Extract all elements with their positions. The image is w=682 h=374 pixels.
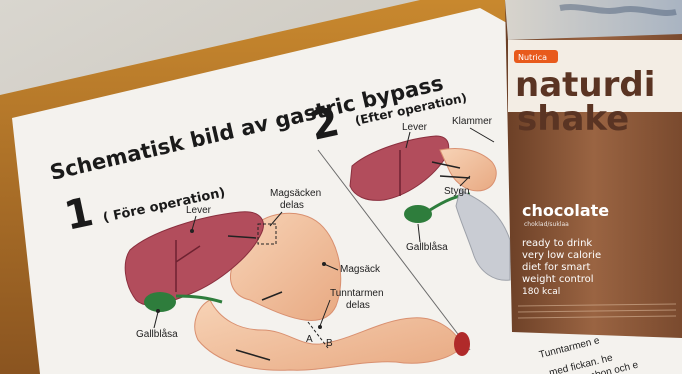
- brand-badge-text: Nutrica: [518, 53, 547, 62]
- label-magsack: Magsäck: [340, 264, 381, 275]
- label-magsacken-2: delas: [280, 200, 304, 211]
- carton-flavor: chocolate: [522, 201, 609, 220]
- gallbladder-after-shape: [404, 205, 432, 223]
- label-gallblasa-before: Gallblåsa: [136, 328, 178, 340]
- label-magsacken-1: Magsäcken: [270, 188, 321, 199]
- carton-desc-4: weight control: [522, 274, 594, 285]
- carton-desc-2: very low calorie: [522, 250, 601, 261]
- carton-flavor-sub: choklad/suklaa: [524, 221, 569, 228]
- gallbladder-shape: [144, 292, 176, 312]
- label-tunntarmen-1: Tunntarmen: [330, 288, 384, 299]
- label-lever-after: Lever: [402, 122, 428, 133]
- label-tunntarmen-2: delas: [346, 300, 370, 311]
- label-gallblasa-after: Gallblåsa: [406, 241, 448, 253]
- label-point-b: B: [326, 338, 333, 349]
- carton-name-2: shake: [517, 99, 629, 139]
- drink-carton: Nutrica naturdi shake chocolate choklad/…: [505, 0, 682, 338]
- carton-top: [505, 0, 682, 40]
- carton-kcal: 180 kcal: [522, 287, 560, 297]
- label-klammer: Klammer: [452, 116, 493, 127]
- label-stygn: Stygn: [444, 186, 470, 197]
- carton-desc-1: ready to drink: [522, 238, 592, 249]
- carton-desc-3: diet for smart: [522, 262, 590, 273]
- label-point-a: A: [306, 334, 313, 345]
- intestine-end: [454, 332, 470, 356]
- label-lever-before: Lever: [186, 205, 212, 216]
